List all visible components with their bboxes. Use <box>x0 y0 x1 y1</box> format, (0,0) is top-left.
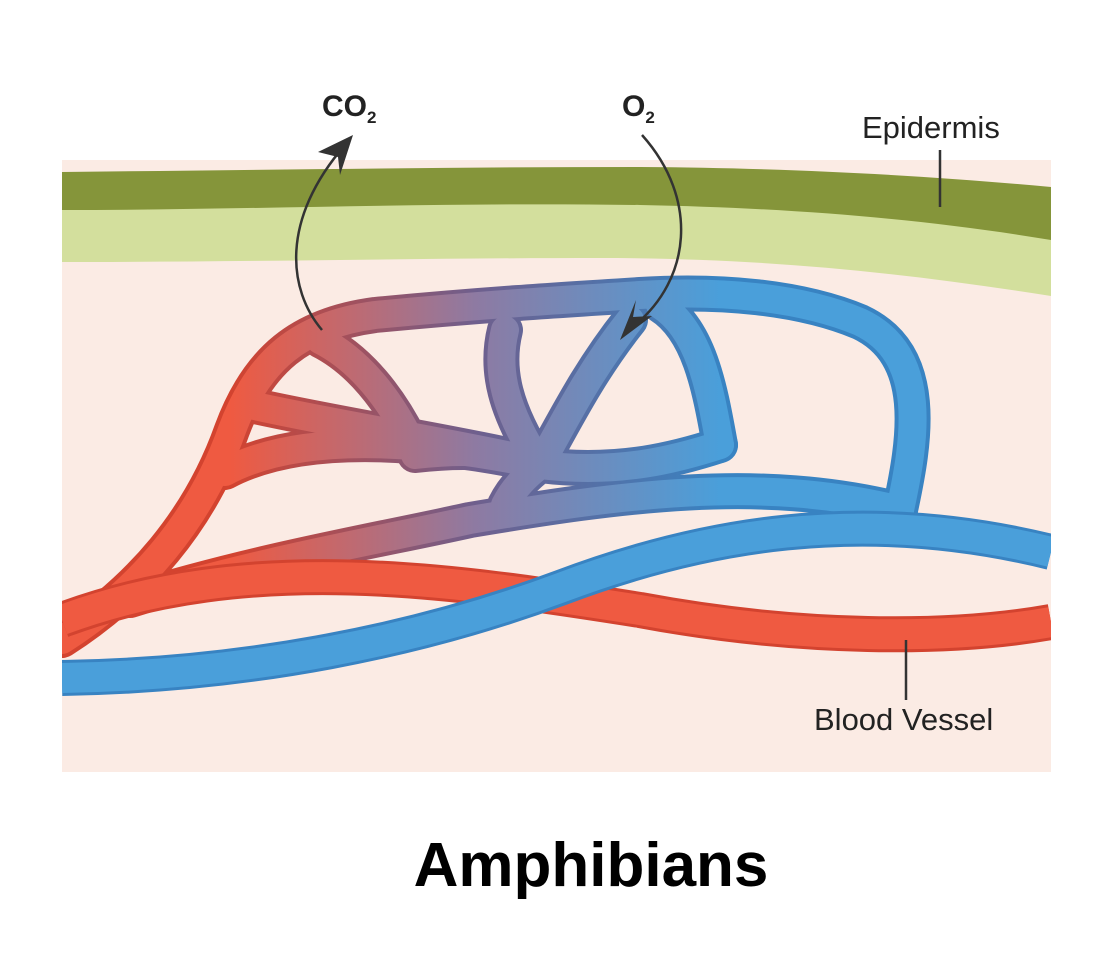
artery-vessel <box>62 559 1051 653</box>
co2-arrowhead-icon <box>318 135 353 175</box>
blood-vessel-label: Blood Vessel <box>814 702 993 737</box>
co2-label: CO2 <box>322 90 376 127</box>
diagram-title: Amphibians <box>414 831 769 900</box>
epidermis-label: Epidermis <box>862 110 1000 145</box>
o2-entry-arrow-icon <box>634 134 683 326</box>
capillary-network <box>62 275 931 658</box>
vein-vessel <box>62 510 1051 696</box>
co2-exit-arrow-icon <box>294 140 349 331</box>
epidermis-outer-layer <box>62 167 1051 240</box>
o2-label: O2 <box>622 90 655 127</box>
epidermis-inner-layer <box>62 197 1051 296</box>
o2-arrowhead-icon <box>620 300 652 340</box>
